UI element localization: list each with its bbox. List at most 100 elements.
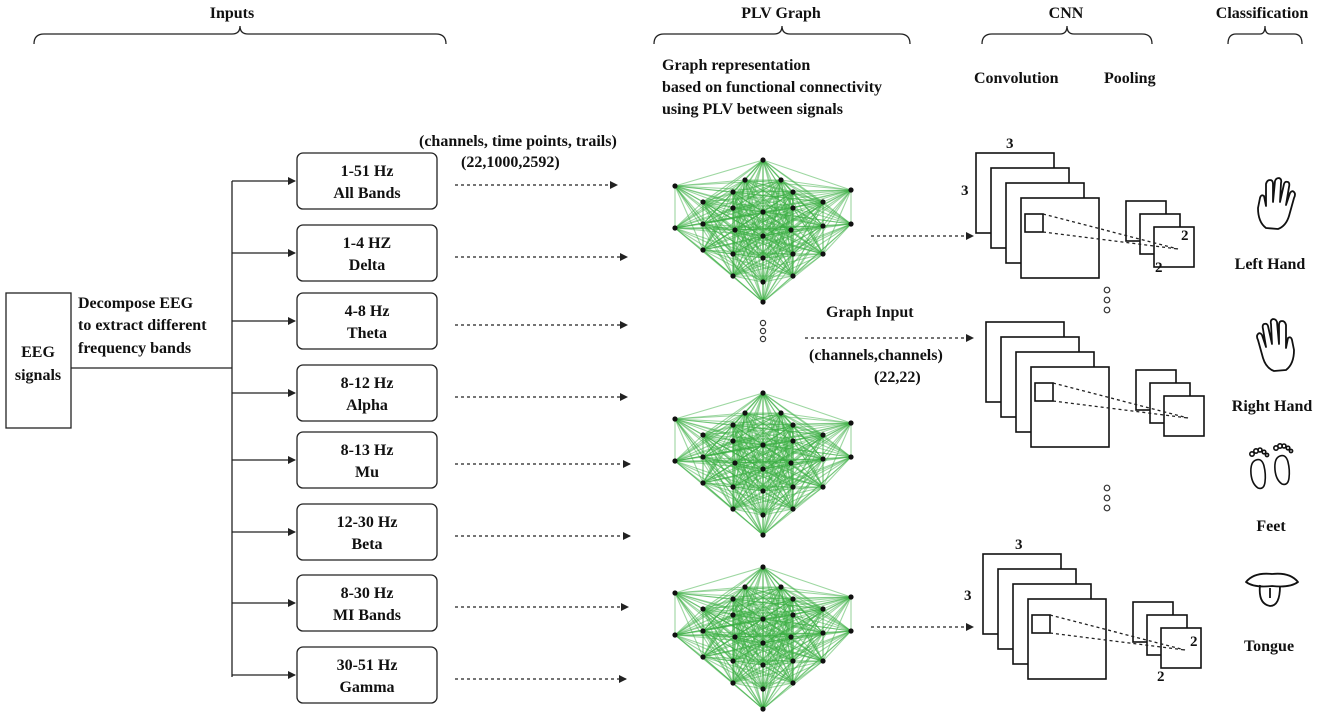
graph-node (730, 205, 736, 211)
decompose-line1: Decompose EEG (78, 295, 194, 312)
cnn-block-3 (982, 553, 1202, 680)
band-item: 8-12 Hz Alpha (232, 364, 628, 422)
right-hand-icon (1256, 318, 1295, 372)
bracket-classification (1227, 25, 1303, 45)
graph-node (700, 432, 706, 438)
convolution-stack (982, 553, 1107, 680)
graph-node (820, 251, 826, 257)
graph-node (820, 606, 826, 612)
graph-node (730, 506, 736, 512)
graph-node (790, 438, 796, 444)
band-name: Delta (349, 257, 385, 274)
band-range: 30-51 Hz (337, 657, 398, 674)
graph-node (672, 458, 678, 464)
band-box (296, 224, 438, 282)
band-range: 8-13 Hz (341, 442, 394, 459)
graph-node (760, 255, 766, 261)
graph-node (820, 658, 826, 664)
class-label-right-hand: Right Hand (1232, 398, 1313, 415)
graph-node (760, 299, 766, 305)
cnn-ellipsis-2 (1103, 484, 1111, 512)
graph-node (778, 177, 784, 183)
class-label-left-hand: Left Hand (1235, 256, 1306, 273)
graph-node (732, 227, 738, 233)
graph-node (732, 634, 738, 640)
graph-node (742, 177, 748, 183)
graph-node (848, 187, 854, 193)
graph-node (700, 628, 706, 634)
kernel-dim-top-1: 3 (1006, 136, 1014, 152)
band-range: 1-4 HZ (343, 235, 391, 252)
bracket-inputs (33, 25, 447, 45)
cnn-ellipsis-1 (1103, 286, 1111, 314)
graph-node (760, 279, 766, 285)
graph-node (760, 488, 766, 494)
graph-node (730, 422, 736, 428)
graph-node (730, 484, 736, 490)
kernel-window (1024, 213, 1044, 233)
graph-node (820, 630, 826, 636)
graph-node (760, 532, 766, 538)
graph-input-title: Graph Input (826, 304, 914, 321)
band-name: Mu (355, 464, 379, 481)
graph-node (730, 596, 736, 602)
graph-node (790, 273, 796, 279)
graph-node (760, 564, 766, 570)
cnn-blocks (975, 152, 1205, 680)
band-item: 30-51 Hz Gamma (232, 646, 627, 704)
header-inputs: Inputs (210, 5, 254, 22)
header-plv-graph: PLV Graph (741, 5, 821, 22)
pooling-label: Pooling (1104, 70, 1156, 87)
graph-node (788, 460, 794, 466)
graph-node (760, 662, 766, 668)
pooling-stack (1135, 369, 1205, 437)
graph-node (790, 422, 796, 428)
graph-node (730, 438, 736, 444)
kernel-dim-side-3: 3 (964, 588, 972, 604)
graph-node (730, 251, 736, 257)
class-label-feet: Feet (1256, 518, 1286, 535)
band-name: All Bands (333, 185, 400, 202)
feet-icon (1248, 442, 1294, 490)
pool-dim-bottom-1: 2 (1155, 260, 1163, 276)
graph-node (820, 199, 826, 205)
plv-description-line1: Graph representation (662, 57, 810, 74)
graph-node (672, 225, 678, 231)
band-range: 8-12 Hz (341, 375, 394, 392)
band-name: Alpha (346, 397, 388, 414)
band-name: Theta (347, 325, 387, 342)
eeg-signals-box (5, 292, 72, 429)
plv-graph-1 (672, 157, 854, 305)
graph-node (672, 590, 678, 596)
plv-graphs (672, 157, 854, 712)
decompose-line3: frequency bands (78, 340, 191, 357)
kernel-window (1031, 614, 1051, 634)
graph-node (730, 273, 736, 279)
pool-dim-bottom-3: 2 (1157, 669, 1165, 685)
graph-node (700, 654, 706, 660)
plv-description-line3: using PLV between signals (662, 101, 843, 118)
graph-node (848, 594, 854, 600)
plv-graph-2 (672, 390, 854, 538)
graph-node (730, 658, 736, 664)
graph-node (760, 209, 766, 215)
pooling-stack (1132, 601, 1202, 669)
band-range: 12-30 Hz (337, 514, 398, 531)
graph-ellipsis (759, 319, 767, 343)
band-name: Gamma (339, 679, 394, 696)
graph-node (672, 632, 678, 638)
graph-node (760, 442, 766, 448)
graph-node (788, 634, 794, 640)
graph-node (700, 606, 706, 612)
band-box (296, 364, 438, 422)
graph-edges (674, 566, 852, 710)
band-box (296, 431, 438, 489)
cnn-block-2 (985, 321, 1205, 448)
band-box (296, 574, 438, 632)
graph-node (742, 410, 748, 416)
bracket-cnn (981, 25, 1153, 45)
plv-description-line2: based on functional connectivity (662, 79, 882, 96)
